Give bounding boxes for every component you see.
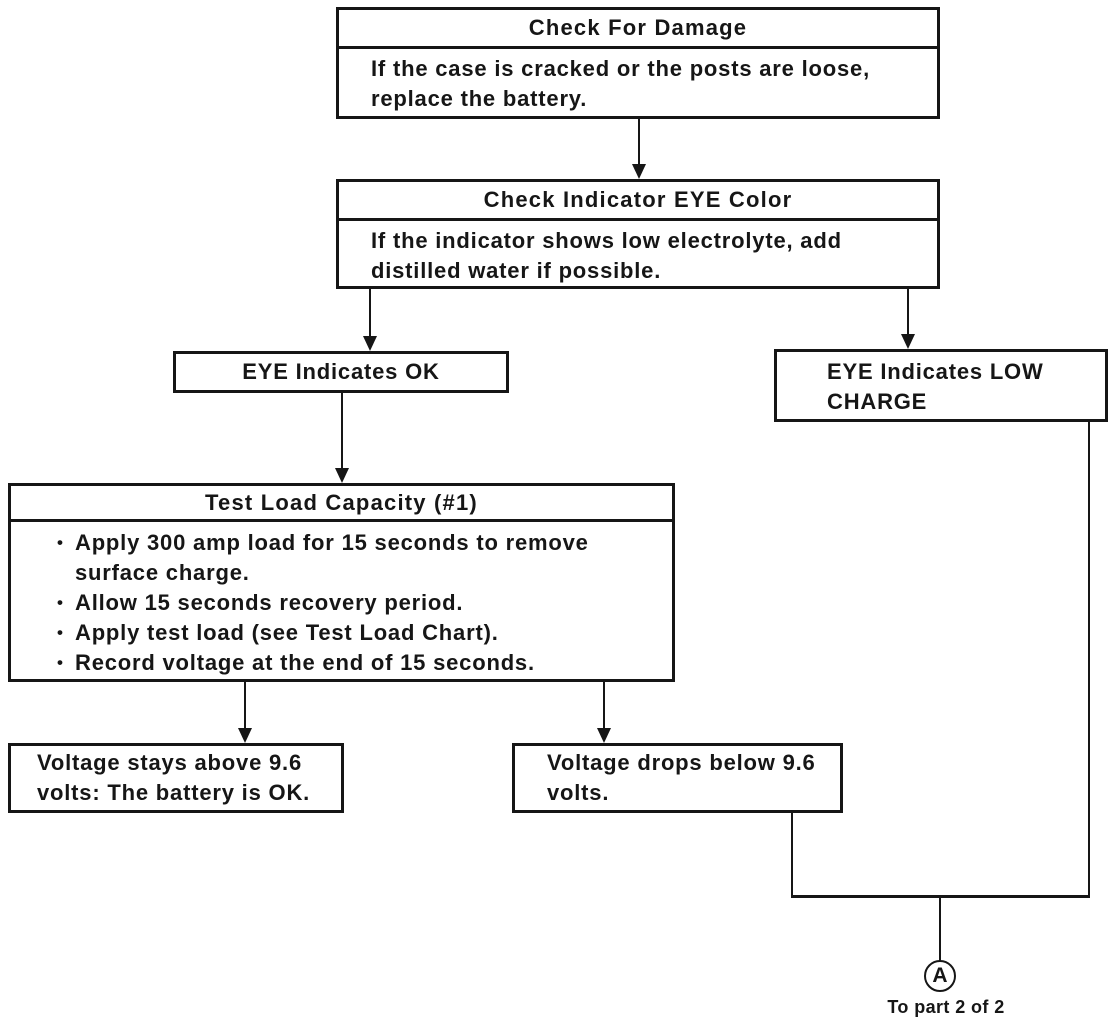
node-check-eye-color: Check Indicator EYE Color If the indicat… [336,179,940,289]
connector-voltlow-drop-line [791,813,793,897]
connector-test-to-voltok-arrowhead-icon [238,728,252,743]
node-check-damage-title: Check For Damage [339,10,937,49]
body-line: Voltage drops below 9.6 [547,750,816,775]
node-check-damage-body: If the case is cracked or the posts are … [339,49,937,114]
connector-eye-to-low-line [907,289,909,335]
body-line: volts: The battery is OK. [37,780,311,805]
node-voltage-stays-above-body: Voltage stays above 9.6 volts: The batte… [11,746,341,808]
connector-test-to-voltlow-line [603,682,605,729]
node-voltage-drops-below: Voltage drops below 9.6 volts. [512,743,843,813]
bullet-item: • Apply 300 amp load for 15 seconds to r… [11,528,672,588]
body-line: volts. [547,780,610,805]
connector-damage-to-eye-arrowhead-icon [632,164,646,179]
bullet-icon: • [57,653,64,672]
bullet-text: Apply 300 amp load for 15 seconds to rem… [75,528,589,588]
node-check-damage: Check For Damage If the case is cracked … [336,7,940,119]
node-eye-indicates-low-charge-body: EYE Indicates LOW CHARGE [777,352,1105,417]
node-voltage-drops-below-body: Voltage drops below 9.6 volts. [515,746,840,808]
node-test-load-capacity-body: • Apply 300 amp load for 15 seconds to r… [11,522,672,678]
bullet-text: Apply test load (see Test Load Chart). [75,620,499,645]
body-line: surface charge. [75,560,250,585]
body-line: CHARGE [827,389,928,414]
node-voltage-stays-above: Voltage stays above 9.6 volts: The batte… [8,743,344,813]
node-eye-indicates-low-charge: EYE Indicates LOW CHARGE [774,349,1108,422]
bullet-text: Allow 15 seconds recovery period. [75,590,464,615]
connector-eye-to-ok-arrowhead-icon [363,336,377,351]
connector-join-horizontal-line [791,895,1090,898]
connector-eye-to-ok-line [369,289,371,337]
node-test-load-capacity-title: Test Load Capacity (#1) [11,486,672,522]
bullet-item: • Apply test load (see Test Load Chart). [11,618,672,648]
node-eye-indicates-ok: EYE Indicates OK [173,351,509,393]
bullet-icon: • [57,533,64,552]
bullet-item: • Allow 15 seconds recovery period. [11,588,672,618]
connector-ok-to-test-line [341,393,343,469]
connector-ok-to-test-arrowhead-icon [335,468,349,483]
connector-test-to-voltok-line [244,682,246,729]
body-line: Voltage stays above 9.6 [37,750,302,775]
node-check-eye-color-body: If the indicator shows low electrolyte, … [339,221,937,286]
bullet-icon: • [57,593,64,612]
node-test-load-capacity: Test Load Capacity (#1) • Apply 300 amp … [8,483,675,682]
body-line: Apply 300 amp load for 15 seconds to rem… [75,530,589,555]
off-page-caption: To part 2 of 2 [887,997,1005,1017]
body-line: If the case is cracked or the posts are … [371,56,870,81]
body-line: replace the battery. [371,86,588,111]
connector-test-to-voltlow-arrowhead-icon [597,728,611,743]
bullet-text: Record voltage at the end of 15 seconds. [75,650,535,675]
bullet-icon: • [57,623,64,642]
connector-eye-to-low-arrowhead-icon [901,334,915,349]
bullet-item: • Record voltage at the end of 15 second… [11,648,672,678]
connector-damage-to-eye-line [638,119,640,165]
body-line: If the indicator shows low electrolyte, … [371,228,842,253]
connector-lowcharge-drop-line [1088,421,1090,897]
connector-to-offpage-line [939,897,941,962]
body-line: distilled water if possible. [371,258,662,283]
body-line: EYE Indicates LOW [827,359,1044,384]
off-page-connector-icon: A [924,960,956,992]
node-eye-indicates-ok-label: EYE Indicates OK [242,359,440,384]
off-page-connector-letter: A [932,964,948,987]
node-check-eye-color-title: Check Indicator EYE Color [339,182,937,221]
